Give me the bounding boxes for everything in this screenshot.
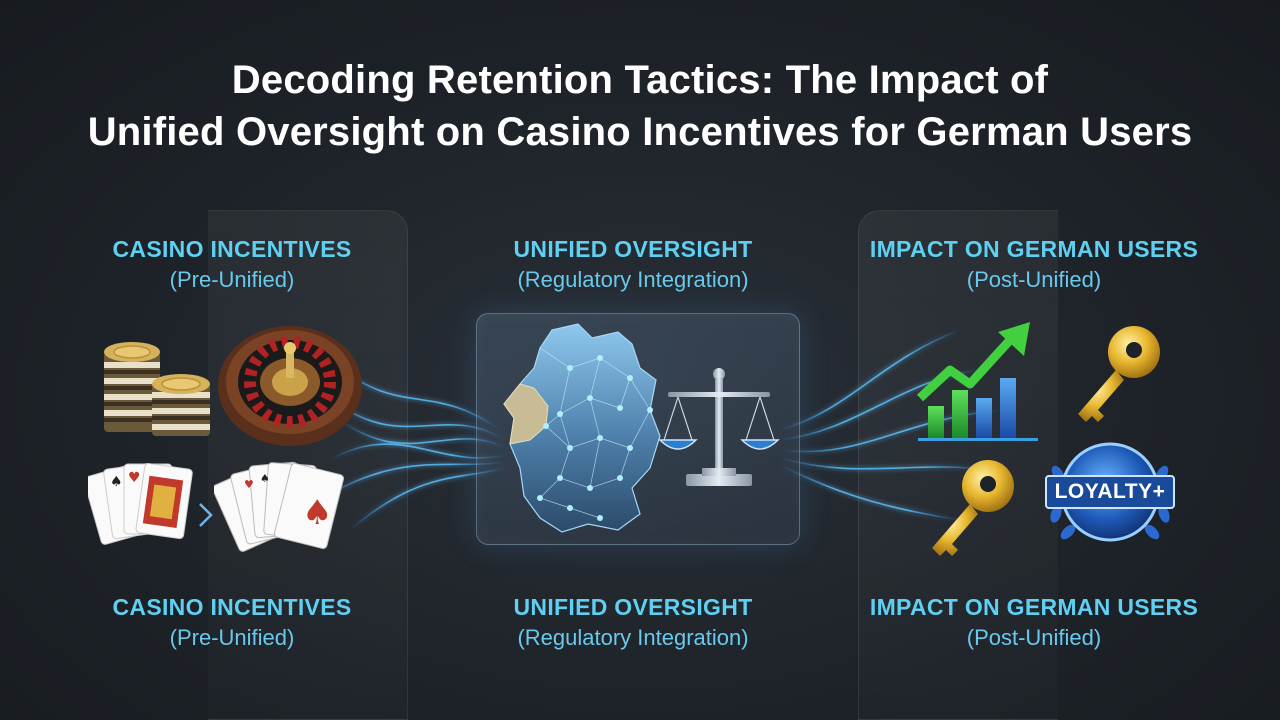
loyalty-badge-icon: LOYALTY+	[1042, 434, 1178, 554]
column-subheading: (Regulatory Integration)	[517, 267, 749, 292]
column-heading: UNIFIED OVERSIGHT	[513, 594, 753, 620]
column-label-incentives: CASINO INCENTIVES (Pre-Unified)	[32, 236, 432, 293]
column-label-impact: IMPACT ON GERMAN USERS (Post-Unified)	[834, 236, 1234, 293]
growth-chart-icon	[916, 322, 1038, 441]
right-panel-backdrop	[858, 210, 1058, 720]
bottom-label-oversight: UNIFIED OVERSIGHT (Regulatory Integratio…	[433, 594, 833, 651]
column-heading: UNIFIED OVERSIGHT	[513, 236, 753, 262]
column-label-oversight: UNIFIED OVERSIGHT (Regulatory Integratio…	[433, 236, 833, 293]
column-heading: IMPACT ON GERMAN USERS	[869, 594, 1199, 620]
column-heading: IMPACT ON GERMAN USERS	[869, 236, 1199, 262]
balance-scale-icon	[658, 368, 780, 486]
page-title: Decoding Retention Tactics: The Impact o…	[0, 54, 1280, 158]
column-heading: CASINO INCENTIVES	[112, 236, 352, 262]
roulette-wheel-icon	[218, 326, 362, 446]
germany-map-icon	[503, 323, 661, 533]
svg-text:♥: ♥	[244, 478, 254, 491]
playing-cards-fan-icon: ♠ ♥ ♠	[214, 461, 345, 552]
bottom-label-impact: IMPACT ON GERMAN USERS (Post-Unified)	[834, 594, 1234, 651]
svg-text:♥: ♥	[128, 470, 141, 486]
bottom-label-incentives: CASINO INCENTIVES (Pre-Unified)	[32, 594, 432, 651]
arrow-right-icon	[199, 503, 213, 527]
playing-cards-icon: ♥ ♠	[88, 463, 193, 545]
column-subheading: (Post-Unified)	[966, 625, 1102, 650]
svg-text:♠: ♠	[302, 493, 332, 533]
column-subheading: (Pre-Unified)	[169, 625, 295, 650]
svg-text:♠: ♠	[110, 474, 123, 490]
key-icon	[1078, 326, 1160, 422]
title-line-2: Unified Oversight on Casino Incentives f…	[87, 110, 1193, 154]
key-icon	[932, 460, 1014, 556]
title-line-1: Decoding Retention Tactics: The Impact o…	[231, 58, 1049, 102]
column-heading: CASINO INCENTIVES	[112, 594, 352, 620]
casino-chips-icon	[104, 342, 210, 436]
loyalty-badge-label: LOYALTY+	[1054, 480, 1166, 503]
column-subheading: (Pre-Unified)	[169, 267, 295, 292]
column-subheading: (Post-Unified)	[966, 267, 1102, 292]
column-subheading: (Regulatory Integration)	[517, 625, 749, 650]
svg-text:♠: ♠	[260, 472, 270, 485]
